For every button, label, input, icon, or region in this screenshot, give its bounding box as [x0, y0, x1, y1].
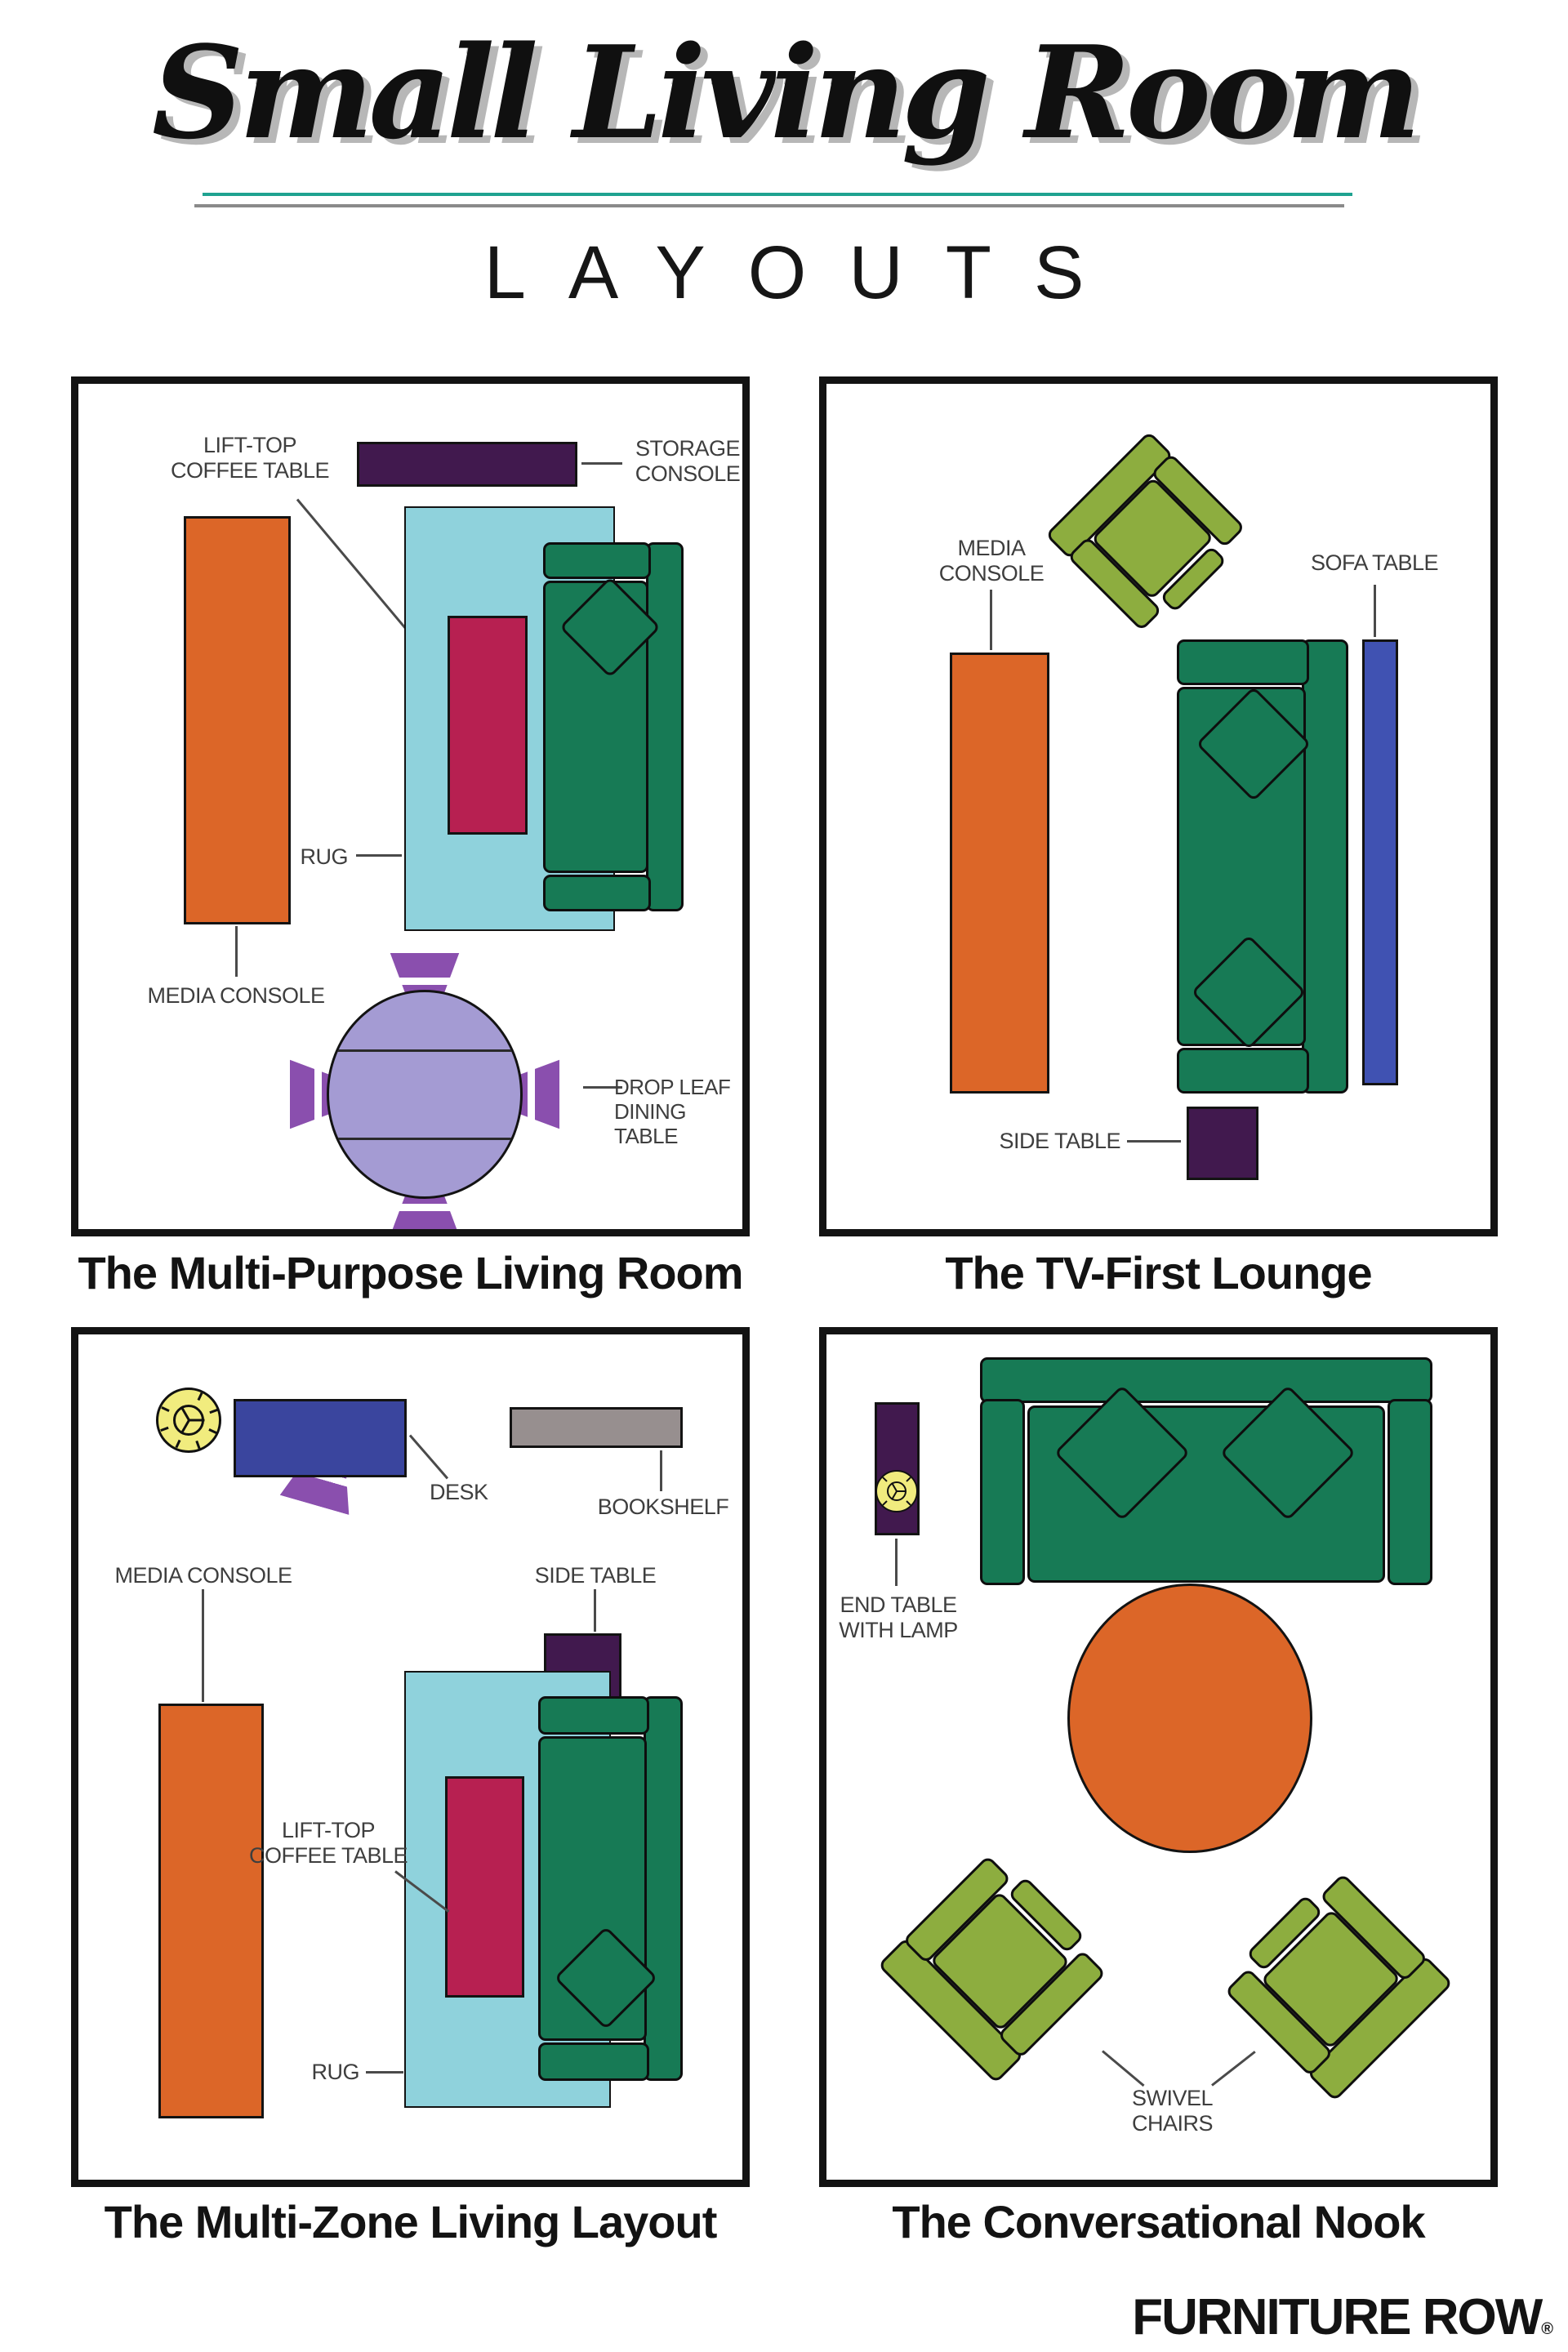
table-leaf-seam [332, 1049, 517, 1052]
lift-top-coffee-table [445, 1776, 524, 1998]
sofa-back [645, 542, 684, 911]
logo-text: FURNITURE ROW [1132, 2289, 1543, 2345]
swivel-chair [877, 1847, 1115, 2084]
end-table [875, 1402, 920, 1535]
sofa [1177, 639, 1348, 1094]
panel-tv-first: MEDIA CONSOLE SOFA TABLE SIDE TABLE [819, 376, 1498, 1236]
sofa-table [1362, 639, 1398, 1085]
label-desk: DESK [430, 1480, 488, 1504]
sofa-back [980, 1357, 1432, 1404]
lamp-spoke [189, 1419, 205, 1422]
leader-line [1211, 2051, 1256, 2087]
lamp-tick [196, 1392, 203, 1401]
caption-multi-purpose: The Multi-Purpose Living Room [78, 1247, 743, 1298]
leader-line [1374, 585, 1376, 637]
sofa-arm [538, 2042, 650, 2081]
lift-top-coffee-table [448, 616, 528, 835]
leader-line [895, 1539, 898, 1586]
leader-line [235, 926, 238, 977]
title-underline-gray [194, 204, 1344, 207]
leader-line [1127, 1140, 1181, 1143]
lamp-tick [906, 1500, 911, 1506]
leader-line [583, 1086, 622, 1089]
sofa [543, 542, 684, 911]
sofa-arm [1177, 639, 1309, 685]
label-bookshelf: BOOKSHELF [597, 1494, 729, 1519]
leader-line [1102, 2050, 1145, 2087]
sofa-back [644, 1696, 683, 2081]
storage-console [357, 442, 577, 487]
registered-mark: ® [1541, 2320, 1553, 2338]
lamp-tick [906, 1477, 911, 1482]
sofa-arm [1177, 1048, 1309, 1094]
label-rug: RUG [311, 2060, 360, 2084]
armchair [1045, 430, 1254, 639]
panel-conversational: END TABLE WITH LAMP SWIVEL CHAIRS [819, 1327, 1498, 2187]
leader-line [408, 1434, 449, 1480]
label-drop-leaf-dining-table: DROP LEAF DINING TABLE [614, 1075, 731, 1149]
leader-line [366, 2071, 403, 2074]
lamp-tick [194, 1440, 201, 1450]
leader-line [356, 854, 402, 857]
sofa [980, 1357, 1432, 1588]
leader-line [594, 1589, 596, 1632]
label-media-console: MEDIA CONSOLE [114, 1563, 292, 1588]
lamp-tick [208, 1408, 218, 1414]
caption-tv-first: The TV-First Lounge [945, 1247, 1372, 1298]
title-underline-teal [203, 193, 1352, 196]
desk [234, 1399, 407, 1477]
panel-multi-zone: DESK BOOKSHELF SIDE TABLE MEDIA CONSOLE … [71, 1327, 750, 2187]
table-lamp-icon [875, 1470, 918, 1512]
lamp-spoke [896, 1490, 906, 1492]
sofa-arm [980, 1398, 1026, 1586]
sofa [538, 1696, 683, 2081]
label-end-table-with-lamp: END TABLE WITH LAMP [839, 1592, 958, 1643]
label-side-table: SIDE TABLE [534, 1563, 657, 1588]
label-sofa-table: SOFA TABLE [1310, 550, 1439, 575]
label-rug: RUG [300, 844, 349, 869]
side-table [1187, 1107, 1258, 1180]
media-console [184, 516, 291, 924]
caption-multi-zone: The Multi-Zone Living Layout [104, 2196, 718, 2247]
label-storage-console: STORAGE CONSOLE [635, 436, 741, 487]
label-lift-top-coffee-table: LIFT-TOP COFFEE TABLE [170, 433, 330, 483]
sofa-arm [543, 542, 652, 580]
leader-line [990, 590, 992, 650]
leader-line [660, 1450, 662, 1491]
sofa-arm [1387, 1398, 1432, 1586]
poster-subtitle: LAYOUTS [483, 231, 1127, 314]
round-coffee-table [1067, 1584, 1312, 1853]
media-console [158, 1704, 264, 2118]
swivel-chair [1217, 1865, 1454, 2102]
drop-leaf-dining-table [327, 990, 523, 1199]
label-lift-top-coffee-table: LIFT-TOP COFFEE TABLE [248, 1818, 408, 1869]
lamp-tick [160, 1405, 170, 1413]
label-media-console: MEDIA CONSOLE [147, 983, 325, 1008]
lamp-tick [881, 1500, 887, 1506]
label-side-table: SIDE TABLE [999, 1129, 1120, 1153]
media-console [950, 653, 1049, 1094]
label-swivel-chairs: SWIVEL CHAIRS [1131, 2086, 1214, 2136]
leader-line [581, 462, 622, 465]
sofa-arm [543, 874, 652, 911]
sofa-back [1302, 639, 1348, 1094]
panel-multi-purpose: LIFT-TOP COFFEE TABLE STORAGE CONSOLE RU… [71, 376, 750, 1236]
table-leaf-seam [332, 1137, 517, 1140]
bookshelf [510, 1407, 683, 1448]
poster-title: Small Living Room [151, 18, 1421, 167]
leader-line [202, 1589, 204, 1702]
lamp-tick [207, 1428, 217, 1434]
label-media-console: MEDIA CONSOLE [938, 536, 1045, 586]
sofa-arm [538, 1696, 650, 1735]
lamp-tick [175, 1439, 181, 1449]
caption-conversational: The Conversational Nook [892, 2196, 1425, 2247]
lamp-tick [881, 1477, 887, 1482]
furniture-row-logo: FURNITURE ROW® [1132, 2288, 1553, 2346]
table-lamp-icon [156, 1388, 221, 1453]
lamp-tick [159, 1426, 169, 1432]
